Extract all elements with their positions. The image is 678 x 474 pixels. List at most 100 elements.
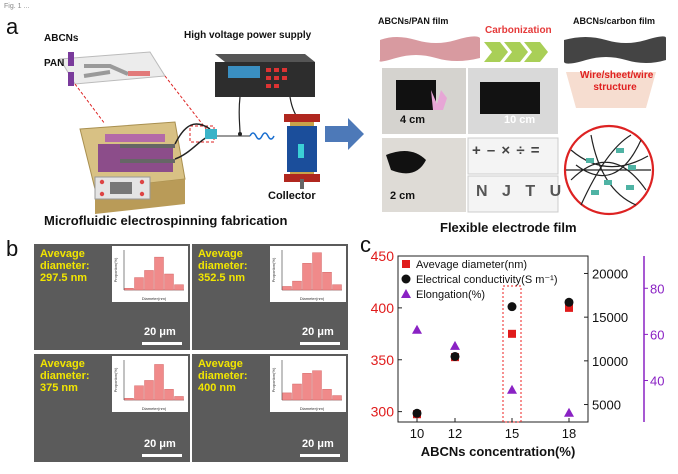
pan-label: PAN [44,58,65,69]
point-elongation [507,384,517,394]
abcns-label: ABCNs [44,33,79,44]
legend-label: Avevage diameter(nm) [416,259,527,271]
hist-bar [154,256,164,291]
hist-ylabel: Proportion(%) [271,257,276,282]
hist-bar [292,383,302,401]
hist-bar [174,284,184,291]
histogram-1: Diameter(nm) Proportion(%) [112,246,188,302]
figure-caption: Fig. 1 ... [4,3,30,10]
left-tick-label: 350 [371,352,395,368]
scale-4cm: 4 cm [400,114,426,126]
sem-4-scale: 20 μm [302,438,334,450]
sem-2-scale: 20 μm [302,326,334,338]
right1-tick-label: 10000 [592,354,628,369]
hv-label: High voltage power supply [184,30,312,41]
hist-bar [134,385,144,401]
hist-bar [144,270,154,291]
hist-bar [282,286,292,291]
point-conductivity [412,408,422,418]
legend-marker-triangle [401,289,411,298]
hist-bar [322,272,332,291]
sem-1-label: Avevage diameter: 297.5 nm [40,248,90,284]
hist-bar [124,288,134,291]
sem-3-scalebar [142,454,182,457]
right1-tick-label: 20000 [592,266,628,281]
x-tick-label: 18 [562,426,576,441]
hist-bar [332,284,342,291]
electrospinning-schematic [59,51,364,214]
point-diameter [508,329,516,338]
panel-a-left-title: Microfluidic electrospinning fabrication [44,213,288,228]
point-elongation [412,324,422,334]
legend-label: Electrical conductivity(S m⁻¹) [416,274,558,286]
abcns-pan-film-label: ABCNs/PAN film [378,16,449,26]
scatter-chart: 300 350 400 450 5000 10000 15000 20000 40 60 80 10 1… [371,248,665,459]
carbonization-label: Carbonization [485,25,552,36]
histogram-3: Diameter(nm) Proportion(%) [112,356,188,412]
right2-tick-label: 80 [650,281,664,296]
sem-4-scalebar [300,454,340,457]
point-diameter [565,303,573,312]
hist-bar [312,370,322,401]
hist-bar [302,263,312,291]
panel-a-letter: a [6,14,19,39]
sem-1-scale: 20 μm [144,326,176,338]
hist-xlabel: Diameter(nm) [300,406,325,411]
x-tick-label: 10 [410,426,424,441]
hist-bar [164,273,174,291]
film-photos [379,36,666,216]
symbols-pattern: + – × ÷ = [472,142,541,159]
hist-ylabel: Proportion(%) [271,367,276,392]
point-conductivity [450,351,460,361]
hist-xlabel: Diameter(nm) [142,296,167,301]
letters-pattern: N J T U [476,183,567,200]
hist-bar [282,392,292,401]
legend-marker-circle [401,274,411,284]
panel-c-letter: c [360,232,371,257]
legend-marker-square [402,260,410,268]
sem-2-scalebar [300,342,340,345]
wire-structure-label: Wire/sheet/wire structure [580,70,654,93]
sem-3-label: Avevage diameter: 375 nm [40,358,90,394]
hist-bar [322,389,332,401]
right1-tick-label: 5000 [592,398,621,413]
panel-b-letter: b [6,236,19,261]
point-conductivity [507,302,517,312]
scale-2cm: 2 cm [390,190,416,202]
point-conductivity [564,297,574,307]
left-tick-label: 300 [371,404,395,420]
histogram-4: Diameter(nm) Proportion(%) [270,356,346,412]
scale-10cm: 10 cm [504,114,536,126]
sem-4-label: Avevage diameter: 400 nm [198,358,248,394]
point-elongation [450,340,460,350]
hist-bar [124,398,134,401]
left-tick-label: 400 [371,300,395,316]
legend-label: Elongation(%) [416,289,485,301]
sem-1-scalebar [142,342,182,345]
abcns-carbon-film-label: ABCNs/carbon film [573,16,656,26]
hist-bar [312,252,322,291]
hist-bar [174,396,184,401]
sem-2-label: Avevage diameter: 352.5 nm [198,248,248,284]
right1-tick-label: 15000 [592,310,628,325]
left-tick-label: 450 [371,248,395,264]
point-elongation [564,407,574,417]
right2-tick-label: 60 [650,327,664,342]
hist-ylabel: Proportion(%) [113,367,118,392]
plot-frame [397,255,589,423]
right2-tick-label: 40 [650,374,664,389]
hist-bar [292,280,302,291]
x-axis-label: ABCNs concentration(%) [421,444,576,459]
hist-xlabel: Diameter(nm) [142,406,167,411]
hist-bar [154,364,164,401]
hist-bar [134,277,144,291]
panel-a-right-title: Flexible electrode film [440,220,577,235]
hist-bar [302,373,312,401]
collector-label: Collector [268,190,316,202]
histogram-2: Diameter(nm)Proportion(%) [270,246,346,302]
x-tick-label: 12 [448,426,462,441]
hist-bar [164,389,174,401]
sem-3-scale: 20 μm [144,438,176,450]
x-tick-label: 15 [505,426,519,441]
hist-ylabel: Proportion(%) [113,257,118,282]
